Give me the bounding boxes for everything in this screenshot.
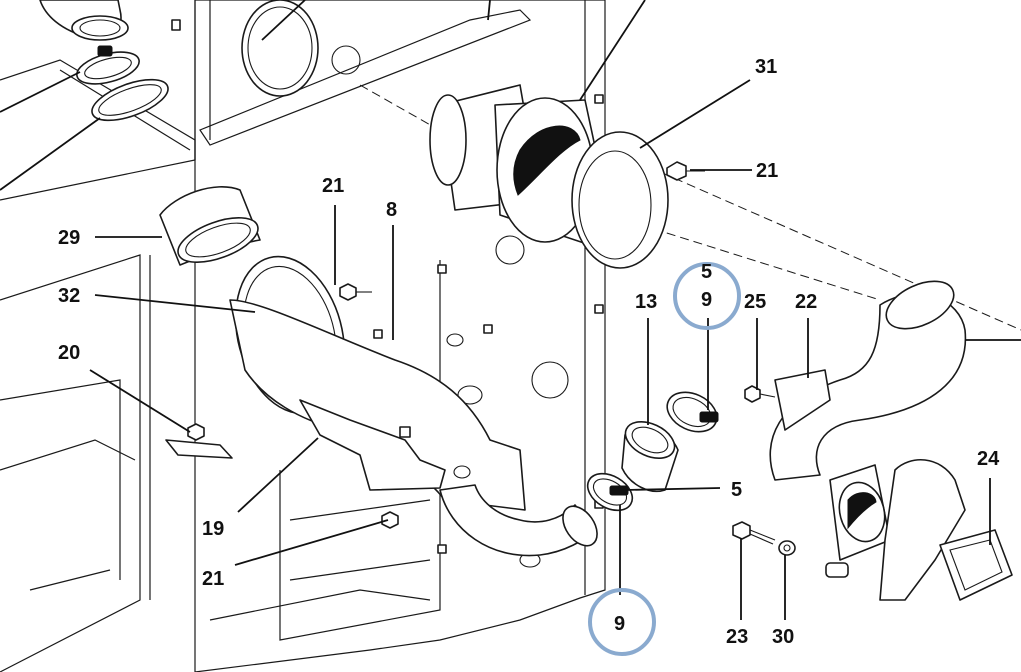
hose-clamps — [586, 391, 719, 512]
callout-labels: 31 21 21 8 29 32 20 19 21 13 5 9 25 22 2… — [58, 56, 1000, 648]
callout-8: 8 — [386, 199, 397, 221]
callout-21-upper: 21 — [322, 175, 344, 197]
callout-9-lower: 9 — [614, 613, 625, 635]
callout-24: 24 — [977, 448, 1000, 470]
callout-22: 22 — [795, 291, 817, 313]
callout-21-right: 21 — [756, 160, 778, 182]
callout-25: 25 — [744, 291, 766, 313]
upper-flange-pipe — [429, 84, 705, 269]
callout-30: 30 — [772, 626, 794, 648]
callout-19: 19 — [202, 518, 224, 540]
top-left-parts — [39, 0, 319, 122]
callout-13: 13 — [635, 291, 657, 313]
callout-5-lower: 5 — [731, 479, 742, 501]
callout-9-upper: 9 — [701, 289, 712, 311]
callout-5-upper: 5 — [701, 261, 712, 283]
callout-20: 20 — [58, 342, 80, 364]
right-pipe-assembly — [732, 280, 1021, 601]
callout-21-lower: 21 — [202, 568, 224, 590]
leader-lines — [0, 0, 1021, 620]
callout-32: 32 — [58, 285, 80, 307]
callout-31: 31 — [755, 56, 777, 78]
exhaust-pipe-assembly — [159, 186, 598, 557]
callout-29: 29 — [58, 227, 80, 249]
highlight-circle-9-upper — [673, 262, 741, 330]
highlight-circle-9-lower — [588, 588, 656, 656]
callout-23: 23 — [726, 626, 748, 648]
